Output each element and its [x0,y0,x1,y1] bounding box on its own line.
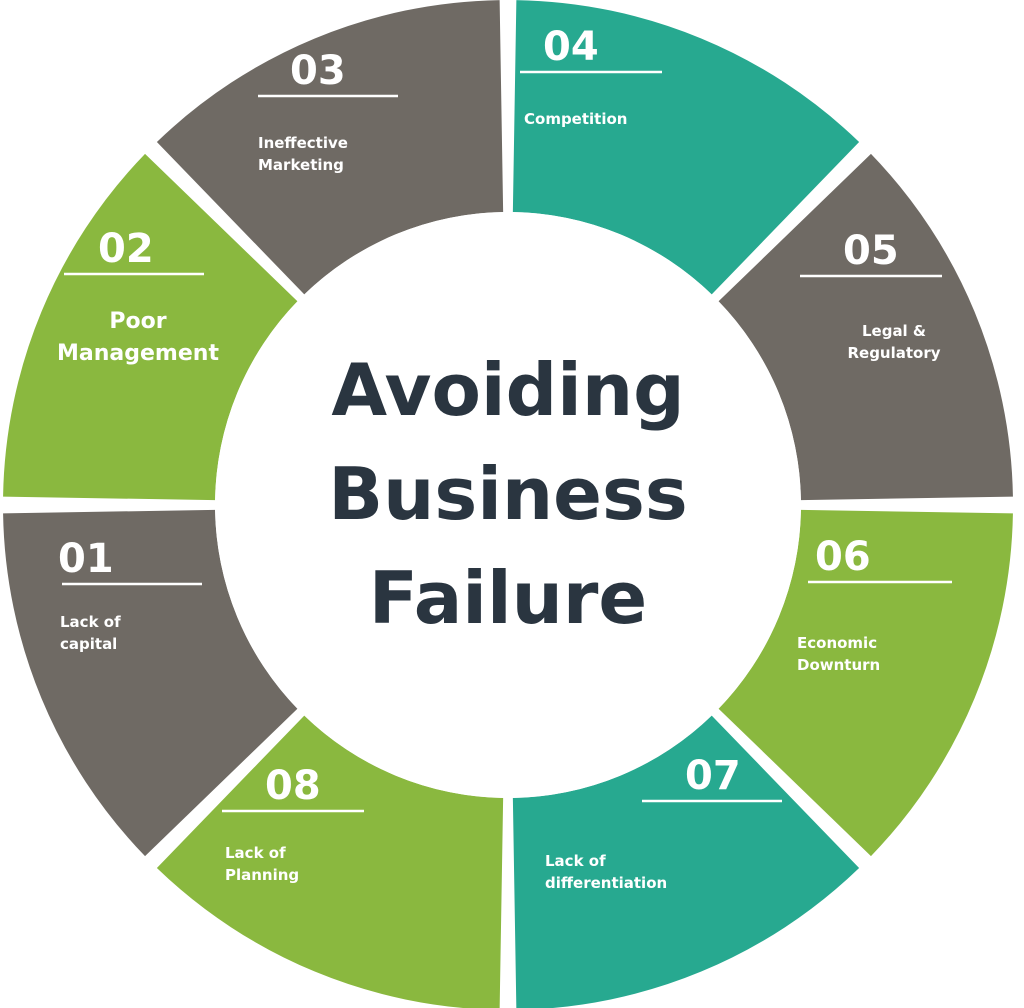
center-title-line-3: Failure [369,556,648,640]
segment-07-label-line-1: Lack of [545,852,606,870]
center-circle [215,212,801,798]
segment-03-number: 03 [290,48,346,94]
segment-06-number: 06 [815,534,871,580]
segment-07 [512,0,860,295]
segment-08-number: 08 [265,763,321,809]
segment-07-number: 07 [685,753,741,799]
segment-05 [718,509,1013,857]
segment-01-number: 01 [58,536,114,582]
segment-08-label-line-2: Planning [225,866,299,884]
segment-01 [3,153,298,501]
segment-05-label-line-2: Regulatory [847,344,940,362]
segment-04-label-line-1: Competition [524,110,627,128]
center-title: Avoiding Business Failure [328,348,687,640]
segment-01-label-line-1: Lack of [60,613,121,631]
center-title-line-1: Avoiding [331,348,684,432]
segment-03 [156,715,504,1008]
segment-04-number: 04 [543,24,599,70]
segment-02-number: 02 [98,226,154,272]
segment-07-label-line-2: differentiation [545,874,667,892]
segment-08-label-line-1: Lack of [225,844,286,862]
segments-layer [3,0,1013,1008]
segment-03-label-line-1: Ineffective [258,134,348,152]
segment-02-label-line-1: Poor [109,309,166,334]
segment-08 [156,0,504,295]
center-title-line-2: Business [328,452,687,536]
segment-01-label-line-2: capital [60,635,117,653]
segment-05-label-line-1: Legal & [862,322,926,340]
segment-05-number: 05 [843,228,899,274]
segment-02-label-line-2: Management [57,341,219,366]
segment-03-label-line-2: Marketing [258,156,344,174]
segment-06-label-line-1: Economic [797,634,877,652]
segment-06-label-line-2: Downturn [797,656,880,674]
segment-02 [3,509,298,857]
segment-04 [512,715,860,1008]
segment-06 [718,153,1013,501]
